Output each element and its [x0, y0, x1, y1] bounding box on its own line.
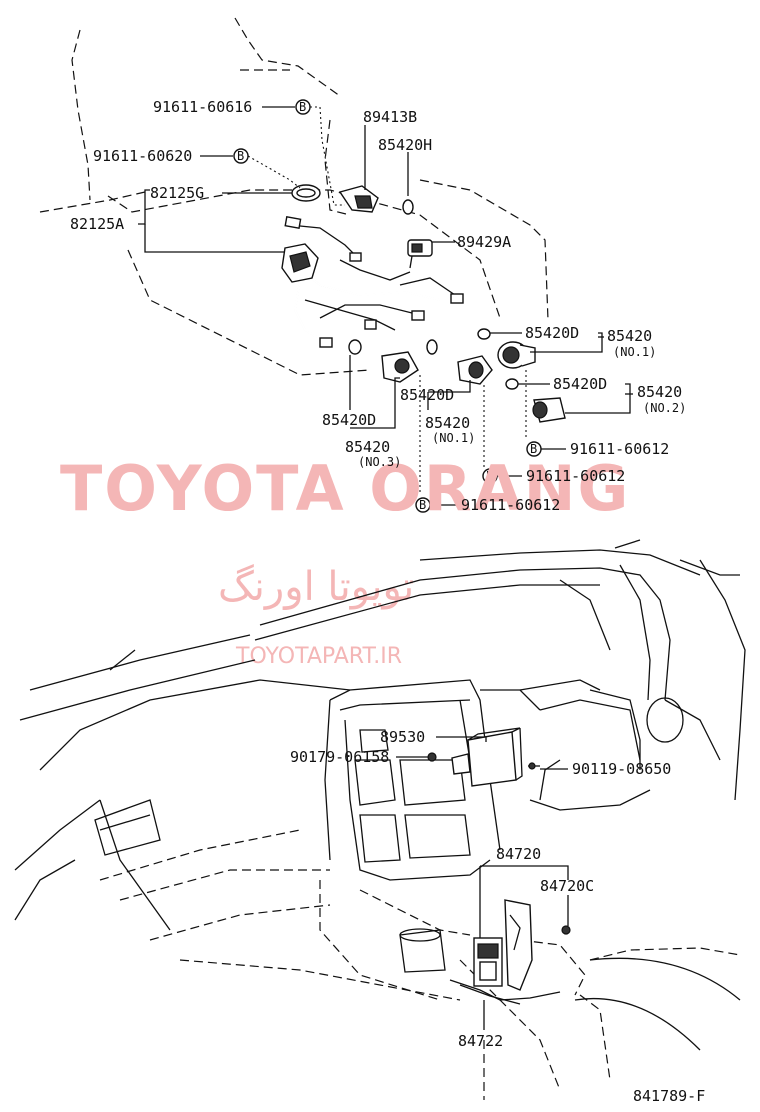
label-85420-no2: 85420 [637, 383, 682, 401]
bolt-mark-2: B [237, 149, 244, 163]
label-no1-center: (NO.1) [432, 431, 475, 445]
label-90119-08650: 90119-08650 [572, 760, 671, 778]
bolt-mark-3: B [530, 442, 537, 456]
speaker-85420-no1-center [457, 355, 493, 385]
speaker-85420-no3 [381, 351, 419, 383]
label-91611-60616: 91611-60616 [153, 98, 252, 116]
label-82125A: 82125A [70, 215, 124, 233]
label-84720: 84720 [496, 845, 541, 863]
upper-leaders [138, 106, 633, 506]
label-85420D-center: 85420D [400, 386, 454, 404]
speaker-85420-no2 [532, 397, 566, 423]
label-85420-no1-right: 85420 [607, 327, 652, 345]
cap-85420H [402, 199, 414, 215]
bolt-mark-5: B [419, 498, 426, 512]
label-91611-60612-left: 91611-60612 [461, 496, 560, 514]
sensor-89429A [407, 239, 433, 269]
sensor-89413B [338, 185, 379, 213]
label-85420-no1-center: 85420 [425, 414, 470, 432]
label-85420H: 85420H [378, 136, 432, 154]
label-85420D-no2: 85420D [553, 375, 607, 393]
label-91611-60612-center: 91611-60612 [526, 467, 625, 485]
lower-leaders [396, 736, 569, 1100]
label-84722: 84722 [458, 1032, 503, 1050]
label-90179-06158: 90179-06158 [290, 748, 389, 766]
label-89413B: 89413B [363, 108, 417, 126]
label-91611-60612-right: 91611-60612 [570, 440, 669, 458]
bolt-mark-1: B [299, 100, 306, 114]
label-no2: (NO.2) [643, 401, 686, 415]
bolt-markers [233, 99, 542, 513]
upper-body-outline [39, 17, 549, 376]
label-85420-no3: 85420 [345, 438, 390, 456]
label-85420D-top: 85420D [525, 324, 579, 342]
label-84720C: 84720C [540, 877, 594, 895]
label-no1-right: (NO.1) [613, 345, 656, 359]
switch-84720 [449, 899, 571, 1005]
watermark-persian: تویوتا اورنگ [218, 564, 414, 610]
label-89429A: 89429A [457, 233, 511, 251]
wire-harness-82125A [281, 216, 464, 348]
ecu-89530 [427, 727, 540, 787]
part-labels: 91611-60616 89413B 85420H 91611-60620 82… [70, 98, 705, 1105]
watermark-brand: TOYOTA ORANG [60, 452, 630, 525]
diagram-code: 841789-F [633, 1087, 705, 1105]
speaker-85420-no1-right [497, 341, 536, 369]
label-82125G: 82125G [150, 184, 204, 202]
label-91611-60620: 91611-60620 [93, 147, 192, 165]
label-85420D-left: 85420D [322, 411, 376, 429]
watermark-site: TOYOTAPART.IR [235, 644, 402, 669]
label-89530: 89530 [380, 728, 425, 746]
label-no3: (NO.3) [358, 455, 401, 469]
dashboard-outline [14, 539, 746, 1091]
bolt-mark-4: B [486, 469, 493, 483]
